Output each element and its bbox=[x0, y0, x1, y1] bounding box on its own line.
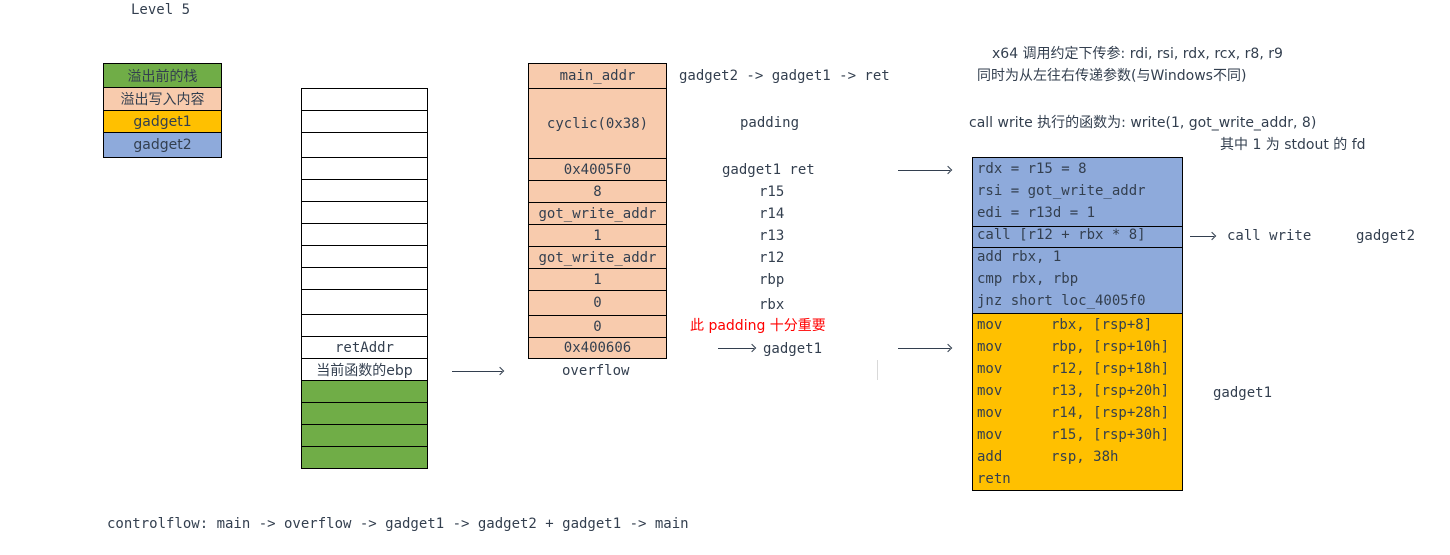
arrow-to-gadget1-label bbox=[718, 348, 754, 349]
gadget2-label: gadget2 bbox=[1356, 228, 1416, 244]
stack-slot-ret-addr: retAddr bbox=[302, 337, 427, 359]
annotation-main-addr: gadget2 -> gadget1 -> ret bbox=[679, 68, 890, 84]
stack-slot-pre-overflow bbox=[302, 447, 427, 468]
asm-line: retn bbox=[977, 471, 1011, 487]
stack-slot-ebp: 当前函数的ebp bbox=[302, 359, 427, 381]
legend-pre-overflow-stack: 溢出前的栈 bbox=[104, 64, 221, 88]
note-arg-order: 同时为从左往右传递参数(与Windows不同) bbox=[977, 68, 1247, 84]
divider bbox=[973, 247, 1182, 248]
annotation-gadget1-ret: gadget1 ret bbox=[722, 162, 815, 178]
payload-slot-padding: cyclic(0x38) bbox=[529, 89, 666, 159]
payload-slot-r13: 1 bbox=[529, 225, 666, 247]
stack-slot bbox=[302, 268, 427, 290]
arrow-to-payload bbox=[452, 371, 502, 372]
stack-slot bbox=[302, 246, 427, 268]
legend-overflow-content: 溢出写入内容 bbox=[104, 88, 221, 111]
stack-slot bbox=[302, 224, 427, 246]
payload-footer: overflow bbox=[562, 363, 630, 379]
annotation-gadget1: gadget1 bbox=[763, 341, 823, 357]
payload-slot-r15: 8 bbox=[529, 181, 666, 203]
legend: 溢出前的栈 溢出写入内容 gadget1 gadget2 bbox=[103, 63, 222, 158]
gadget2-block: rdx = r15 = 8 rsi = got_write_addr edi =… bbox=[972, 157, 1183, 314]
diagram-title: Level 5 bbox=[131, 2, 191, 18]
asm-line: edi = r13d = 1 bbox=[977, 205, 1096, 221]
divider bbox=[877, 360, 878, 380]
stack-slot bbox=[302, 180, 427, 202]
note-stdout-fd: 其中 1 为 stdout 的 fd bbox=[1220, 137, 1366, 153]
asm-call-line: call [r12 + rbx * 8] bbox=[977, 227, 1146, 243]
payload-slot-padding-zero: 0 bbox=[529, 316, 666, 338]
stack-slot bbox=[302, 158, 427, 180]
asm-line: rsi = got_write_addr bbox=[977, 183, 1146, 199]
payload-slot-rbp: 1 bbox=[529, 269, 666, 291]
annotation-r14: r14 bbox=[759, 206, 785, 222]
payload-slot-r14: got_write_addr bbox=[529, 203, 666, 225]
annotation-call-write: call write bbox=[1227, 228, 1312, 244]
payload-stack: main_addr cyclic(0x38) 0x4005F0 8 got_wr… bbox=[528, 63, 667, 359]
annotation-padding: padding bbox=[740, 115, 800, 131]
stack-slot-pre-overflow bbox=[302, 425, 427, 447]
stack-slot bbox=[302, 202, 427, 224]
asm-line: add rbx, 1 bbox=[977, 249, 1062, 265]
annotation-r15: r15 bbox=[759, 184, 785, 200]
gadget1-label: gadget1 bbox=[1213, 385, 1273, 401]
legend-gadget1: gadget1 bbox=[104, 111, 221, 133]
stack-slot bbox=[302, 315, 427, 337]
note-calling-convention: x64 调用约定下传参: rdi, rsi, rdx, rcx, r8, r9 bbox=[992, 46, 1283, 62]
original-stack: retAddr 当前函数的ebp bbox=[301, 88, 428, 469]
stack-slot bbox=[302, 133, 427, 158]
annotation-rbx: rbx bbox=[759, 297, 785, 313]
stack-slot-pre-overflow bbox=[302, 403, 427, 425]
asm-line: jnz short loc_4005f0 bbox=[977, 293, 1146, 309]
stack-slot-pre-overflow bbox=[302, 381, 427, 403]
annotation-r12: r12 bbox=[759, 250, 785, 266]
arrow-call-write bbox=[1190, 236, 1214, 237]
asm-line: rdx = r15 = 8 bbox=[977, 161, 1087, 177]
controlflow-summary: controlflow: main -> overflow -> gadget1… bbox=[107, 516, 689, 532]
stack-slot bbox=[302, 89, 427, 111]
legend-gadget2: gadget2 bbox=[104, 133, 221, 157]
annotation-r13: r13 bbox=[759, 228, 785, 244]
stack-slot bbox=[302, 290, 427, 315]
payload-slot-ret-gadget1: 0x400606 bbox=[563, 340, 632, 356]
payload-slot-r12: got_write_addr bbox=[529, 247, 666, 269]
payload-slot-main-addr: main_addr bbox=[529, 64, 666, 89]
annotation-important-padding: 此 padding 十分重要 bbox=[690, 318, 826, 334]
asm-line: cmp rbx, rbp bbox=[977, 271, 1079, 287]
divider bbox=[973, 226, 1182, 227]
payload-slot-gadget1-ret: 0x4005F0 bbox=[529, 159, 666, 181]
note-call-write: call write 执行的函数为: write(1, got_write_ad… bbox=[969, 115, 1317, 131]
annotation-rbp: rbp bbox=[759, 272, 785, 288]
payload-slot-rbx: 0 bbox=[529, 291, 666, 316]
arrow-to-gadget2 bbox=[898, 170, 950, 171]
stack-slot bbox=[302, 111, 427, 133]
arrow-to-gadget1 bbox=[898, 348, 950, 349]
